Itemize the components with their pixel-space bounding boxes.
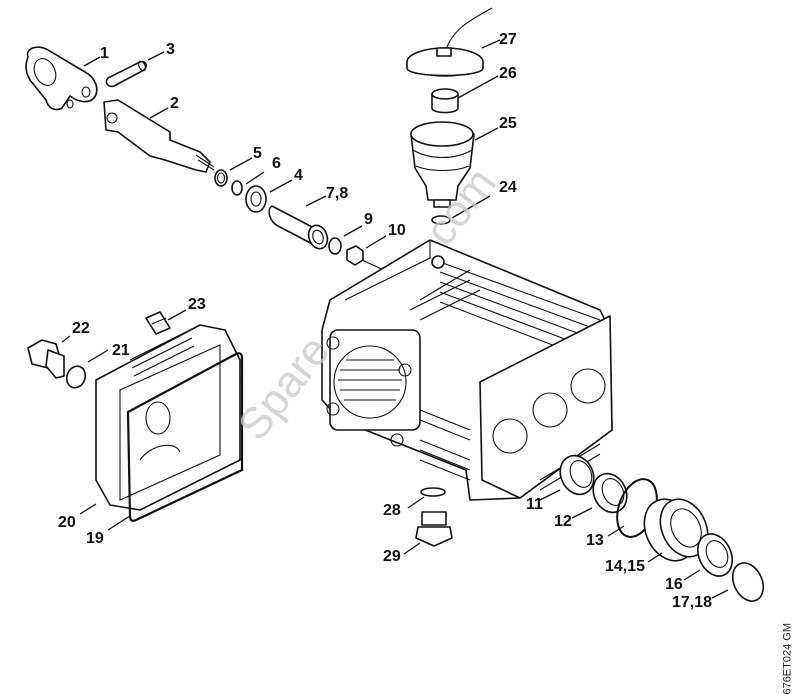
part-o-ring-6[interactable] [231,180,243,196]
callout-19: 19 [86,530,104,547]
callout-21: 21 [112,342,130,359]
callout-12: 12 [554,513,572,530]
part-piston-guide[interactable] [103,99,215,173]
callout-27: 27 [499,31,517,48]
callout-25: 25 [499,115,517,132]
callout-6: 6 [272,155,281,172]
callout-14-15: 14,15 [605,558,645,575]
part-cap[interactable] [406,7,493,77]
part-drain-plug[interactable] [415,511,453,547]
callout-10: 10 [388,222,406,239]
part-oil-reservoir[interactable] [410,121,475,208]
part-o-ring-21[interactable] [64,364,88,391]
callout-5: 5 [253,145,262,162]
part-piston-sleeve[interactable] [268,205,330,251]
part-retaining-ring[interactable] [727,558,769,606]
parts-diagram: 1 2 3 4 5 6 7,8 9 10 11 12 13 14,15 16 1… [25,7,769,611]
callout-2: 2 [170,95,179,112]
callout-26: 26 [499,65,517,82]
part-nut-10[interactable] [346,245,364,266]
callout-28: 28 [383,502,401,519]
callout-29: 29 [383,548,401,565]
part-plug-22[interactable] [27,339,65,379]
part-o-ring-28[interactable] [420,487,446,497]
callout-labels: 1 2 3 4 5 6 7,8 9 10 11 12 13 14,15 16 1… [58,31,712,611]
leader-lines [61,39,729,599]
callout-3: 3 [166,41,175,58]
pump-housing[interactable] [321,239,613,501]
callout-24: 24 [499,179,517,196]
callout-13: 13 [586,532,604,549]
callout-23: 23 [188,296,206,313]
callout-22: 22 [72,320,90,337]
part-pin[interactable] [105,60,147,88]
callout-9: 9 [364,211,373,228]
callout-20: 20 [58,514,76,531]
part-valve-seat[interactable] [554,450,600,500]
part-washer-4[interactable] [245,185,267,213]
part-washer-9[interactable] [328,237,342,255]
callout-7-8: 7,8 [326,185,348,202]
part-screw[interactable] [145,311,171,335]
callout-16: 16 [665,576,683,593]
callout-4: 4 [294,167,303,184]
drawing-code: 676ET024 GM [782,623,794,695]
part-seal-ring-16[interactable] [691,528,739,581]
callout-11: 11 [526,496,543,513]
part-valve-body[interactable] [635,491,717,569]
part-gasket[interactable] [126,352,244,522]
part-adapter[interactable] [431,88,459,114]
part-seal-ring-5[interactable] [214,169,228,187]
callout-1: 1 [100,45,109,62]
part-o-ring-24[interactable] [431,215,451,225]
callout-17-18: 17,18 [672,594,712,611]
part-connecting-rod[interactable] [25,46,98,111]
